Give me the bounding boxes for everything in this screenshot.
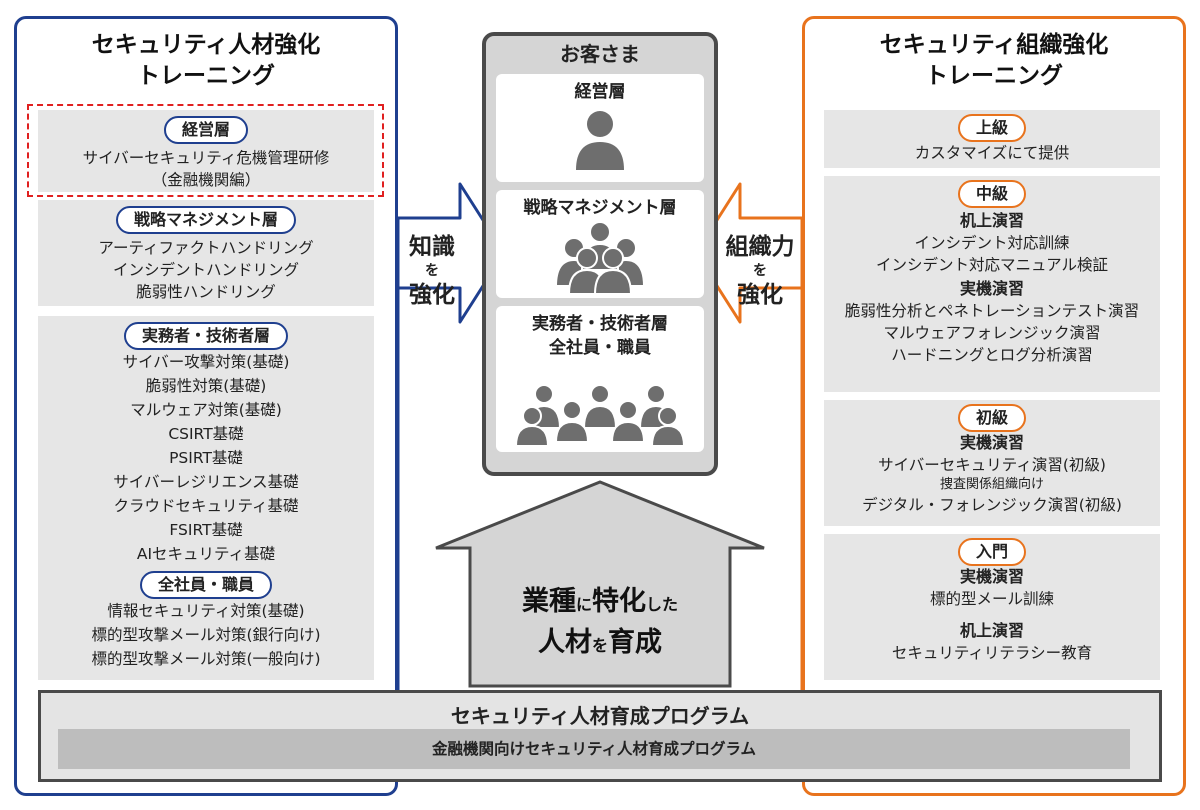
program-title: セキュリティ人材育成プログラム <box>450 704 750 728</box>
left-section-practitioner: 実務者・技術者層 サイバー攻撃対策(基礎) 脆弱性対策(基礎) マルウェア対策(… <box>38 316 374 680</box>
section-label: 経営層 <box>163 116 248 144</box>
section-label: 初級 <box>957 404 1026 432</box>
right-section-advanced: 上級 カスタマイズにて提供 <box>824 110 1160 168</box>
section-label: 入門 <box>957 538 1026 566</box>
group-people-icon <box>514 384 686 447</box>
left-section-strategy: 戦略マネジメント層 アーティファクトハンドリング インシデントハンドリング 脆弱… <box>38 200 374 306</box>
section-label: 中級 <box>957 180 1026 208</box>
right-panel-title: セキュリティ組織強化 トレーニング <box>879 32 1109 89</box>
up-arrow <box>435 480 765 688</box>
highlight-dashed-frame <box>27 104 384 197</box>
right-section-intro: 入門 実機演習 標的型メール訓練 机上演習 セキュリティリテラシー教育 <box>824 534 1160 680</box>
customer-title: お客さま <box>560 42 640 66</box>
section-label: 上級 <box>957 114 1026 142</box>
left-arrow <box>396 182 506 692</box>
section-label: 全社員・職員 <box>139 571 272 599</box>
right-panel-frame <box>802 16 1186 796</box>
program-subtitle: 金融機関向けセキュリティ人材育成プログラム <box>58 729 1130 769</box>
customer-tier-practitioner: 実務者・技術者層 全社員・職員 <box>496 306 704 452</box>
section-label: 実務者・技術者層 <box>123 322 288 350</box>
person-icon <box>576 111 624 170</box>
group-people-icon <box>554 221 646 295</box>
right-section-beginner: 初級 実機演習 サイバーセキュリティ演習(初級) 捜査関係組織向け デジタル・フ… <box>824 400 1160 526</box>
section-label: 戦略マネジメント層 <box>115 206 296 234</box>
up-arrow-label: 業種に特化した 人材を育成 <box>521 586 679 658</box>
left-panel-title: セキュリティ人材強化 トレーニング <box>91 32 321 89</box>
left-section-executive: 経営層 サイバーセキュリティ危機管理研修 （金融機関編） <box>38 110 374 192</box>
customer-tier-strategy: 戦略マネジメント層 <box>496 190 704 298</box>
left-panel-frame <box>14 16 398 796</box>
left-arrow-label: 知識 を 強化 <box>409 234 455 308</box>
customer-tier-executive: 経営層 <box>496 74 704 182</box>
right-section-intermediate: 中級 机上演習 インシデント対応訓練 インシデント対応マニュアル検証 実機演習 … <box>824 176 1160 392</box>
right-arrow-label: 組織力 を 強化 <box>725 234 795 308</box>
